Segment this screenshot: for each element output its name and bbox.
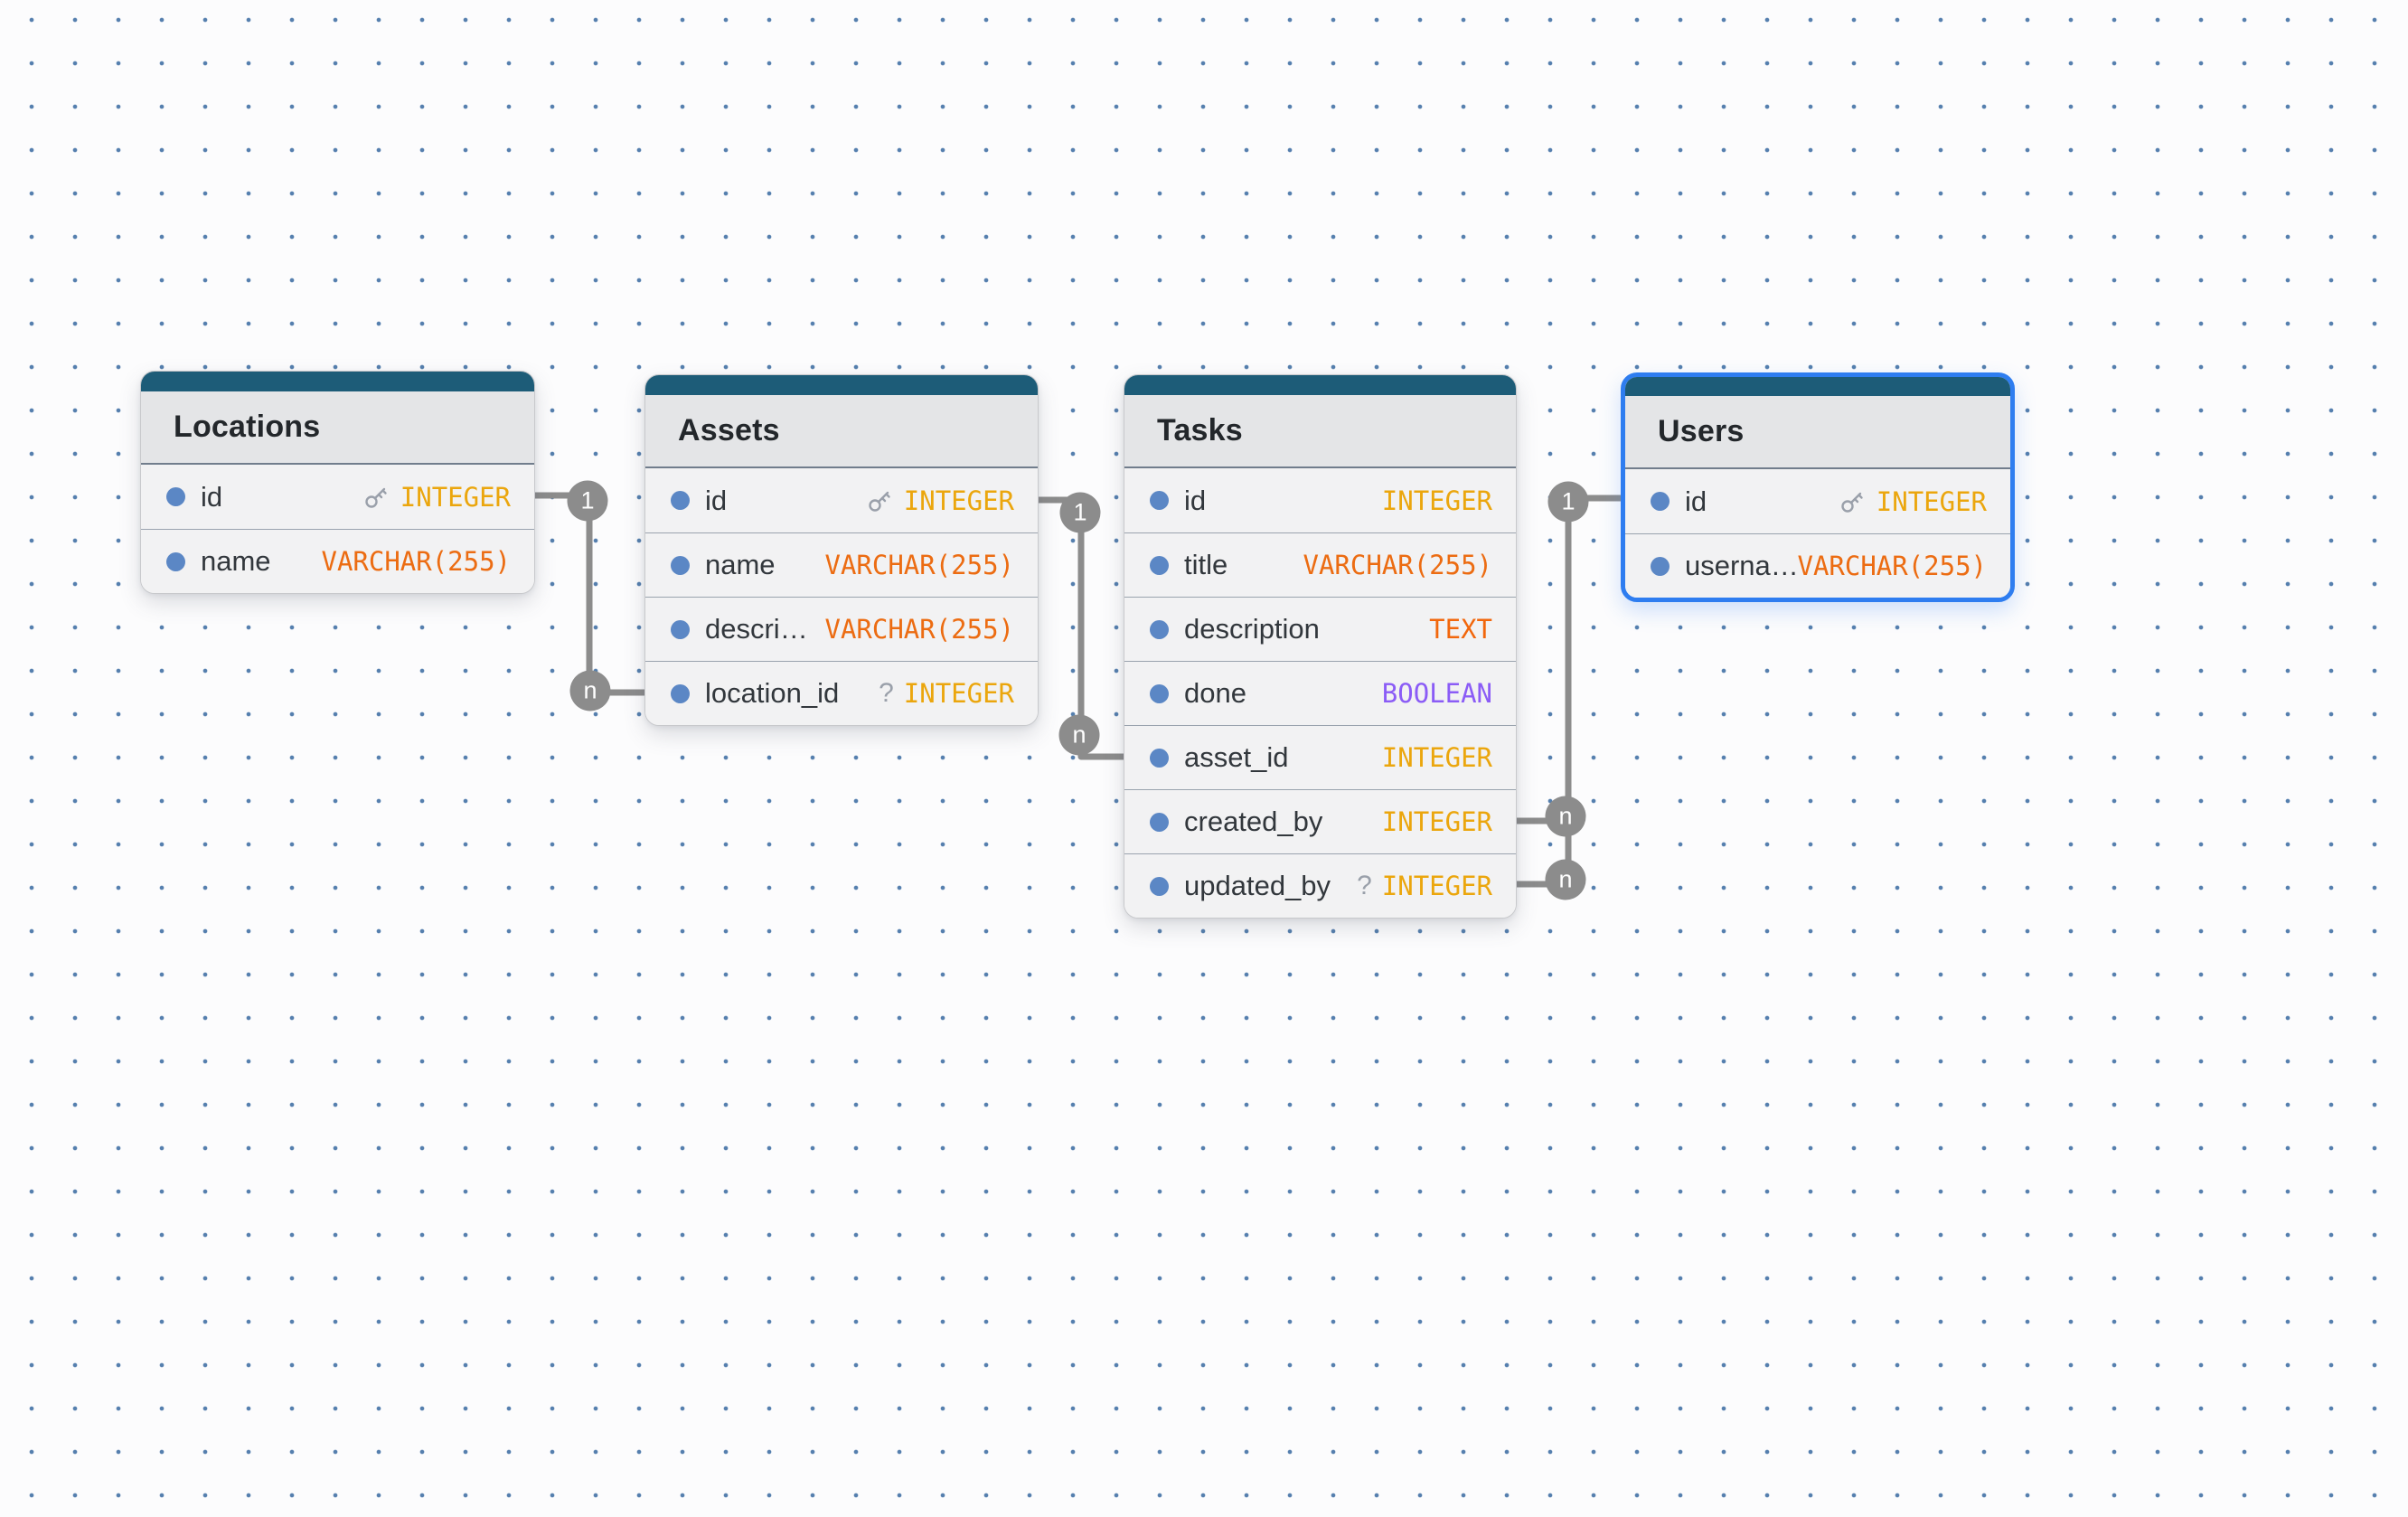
table-accent-bar [1124, 375, 1516, 395]
field-type: VARCHAR(255) [824, 550, 1014, 580]
field-row-name[interactable]: name VARCHAR(255) [141, 529, 534, 593]
table-title: Tasks [1157, 413, 1243, 448]
field-name: id [705, 484, 728, 516]
field-dot-icon [166, 551, 185, 571]
field-row-userna[interactable]: userna…VARCHAR(255) [1625, 533, 2010, 598]
field-type: VARCHAR(255) [1797, 551, 1987, 581]
cardinality-badge-1[interactable]: 1 [1547, 481, 1589, 523]
field-row-created_by[interactable]: created_by INTEGER [1124, 789, 1516, 853]
field-row-description[interactable]: description TEXT [1124, 597, 1516, 661]
table-header[interactable]: Assets [645, 395, 1038, 468]
relationship-line-locations-id[interactable] [535, 492, 644, 696]
primary-key-icon [362, 483, 390, 512]
field-dot-icon [166, 487, 185, 506]
field-name: updated_by [1184, 870, 1331, 901]
field-type: VARCHAR(255) [824, 614, 1014, 645]
field-dot-icon [1150, 812, 1169, 832]
table-title: Users [1658, 414, 1745, 448]
field-row-asset_id[interactable]: asset_id INTEGER [1124, 725, 1516, 789]
field-name: location_id [705, 677, 840, 709]
field-dot-icon [1150, 555, 1169, 575]
cardinality-badge-1[interactable]: 1 [1059, 492, 1101, 533]
field-type: INTEGER [1381, 806, 1492, 837]
field-type: INTEGER [903, 485, 1014, 516]
field-dot-icon [1651, 556, 1670, 576]
field-name: description [1184, 613, 1320, 645]
field-row-id[interactable]: id INTEGER [141, 465, 534, 529]
field-type: INTEGER [400, 481, 511, 513]
field-dot-icon [1150, 683, 1169, 703]
field-name: name [201, 545, 271, 577]
cardinality-badge-n[interactable]: n [569, 670, 611, 711]
field-type: INTEGER [1876, 485, 1987, 517]
field-dot-icon [1150, 748, 1169, 768]
field-type: VARCHAR(255) [1303, 550, 1492, 580]
field-row-name[interactable]: name VARCHAR(255) [645, 532, 1038, 597]
field-dot-icon [1150, 491, 1169, 510]
field-name: descri… [705, 613, 808, 645]
field-name: userna… [1685, 550, 1798, 581]
field-name: id [1184, 484, 1207, 516]
field-dot-icon [671, 491, 690, 510]
cardinality-badge-1[interactable]: 1 [567, 480, 608, 522]
primary-key-icon [1838, 487, 1867, 516]
table-locations[interactable]: Locations id INTEGER name VARCHAR(255) [140, 371, 535, 594]
field-dot-icon [671, 619, 690, 639]
nullable-icon: ? [879, 678, 894, 708]
field-row-descri[interactable]: descri… VARCHAR(255) [645, 597, 1038, 661]
field-dot-icon [671, 683, 690, 703]
field-row-location_id[interactable]: location_id? INTEGER [645, 661, 1038, 725]
table-header[interactable]: Tasks [1124, 395, 1516, 468]
field-name: name [705, 549, 776, 580]
field-name: title [1184, 549, 1228, 580]
table-title: Assets [678, 413, 780, 448]
cardinality-badge-n[interactable]: n [1545, 796, 1586, 837]
field-type: INTEGER [1381, 485, 1492, 516]
field-type: INTEGER [903, 678, 1014, 709]
table-accent-bar [1625, 377, 2010, 396]
field-dot-icon [1150, 876, 1169, 896]
field-name: done [1184, 677, 1246, 709]
field-name: asset_id [1184, 741, 1289, 773]
table-accent-bar [645, 375, 1038, 395]
field-row-id[interactable]: id INTEGER [1625, 469, 2010, 533]
cardinality-badge-n[interactable]: n [1058, 714, 1100, 756]
field-row-title[interactable]: title VARCHAR(255) [1124, 532, 1516, 597]
field-type: INTEGER [1381, 742, 1492, 773]
field-type: VARCHAR(255) [321, 546, 511, 577]
field-type: TEXT [1429, 614, 1492, 645]
table-accent-bar [141, 372, 534, 391]
field-dot-icon [671, 555, 690, 575]
field-name: id [201, 480, 223, 513]
field-name: id [1685, 485, 1707, 517]
field-dot-icon [1150, 619, 1169, 639]
field-row-id[interactable]: id INTEGER [1124, 468, 1516, 532]
primary-key-icon [865, 486, 894, 515]
field-type: BOOLEAN [1381, 678, 1492, 709]
table-title: Locations [174, 410, 321, 444]
cardinality-badge-n[interactable]: n [1545, 859, 1586, 900]
nullable-icon: ? [1357, 871, 1372, 900]
field-type: INTEGER [1381, 871, 1492, 901]
table-header[interactable]: Users [1625, 396, 2010, 469]
table-users[interactable]: Users id INTEGER userna…VARCHAR(255) [1621, 372, 2015, 602]
field-name: created_by [1184, 806, 1323, 837]
field-dot-icon [1651, 492, 1670, 511]
field-row-updated_by[interactable]: updated_by? INTEGER [1124, 853, 1516, 918]
field-row-done[interactable]: done BOOLEAN [1124, 661, 1516, 725]
table-header[interactable]: Locations [141, 391, 534, 465]
field-row-id[interactable]: id INTEGER [645, 468, 1038, 532]
